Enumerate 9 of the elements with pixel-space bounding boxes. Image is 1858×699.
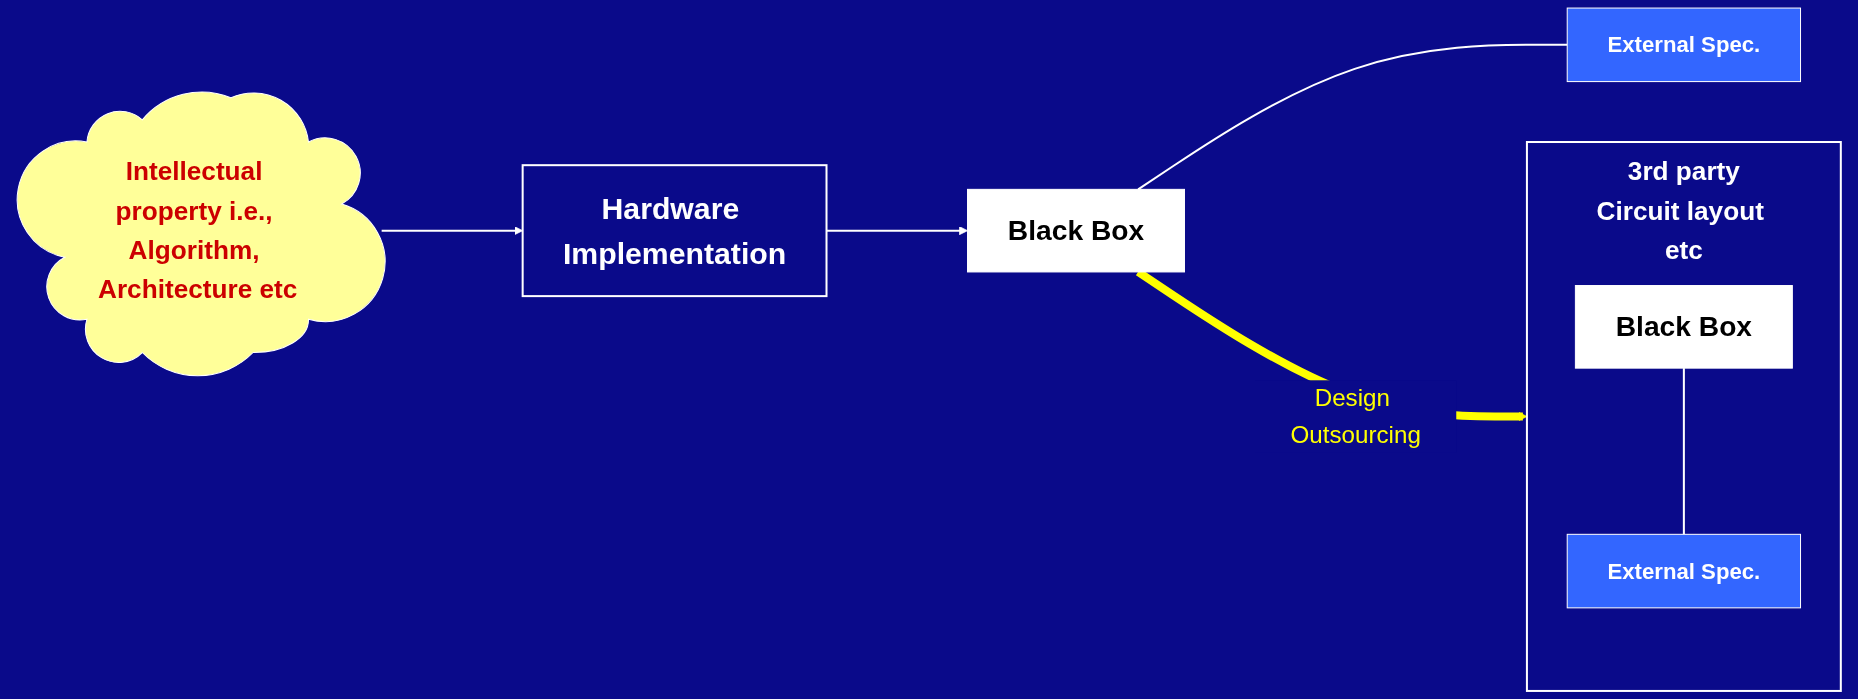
node-box: Black Box [967,188,1185,273]
node-box: External Spec. [1566,7,1802,83]
node-box: Black Box [1574,285,1793,369]
node-box: Hardware Implementation [521,164,828,298]
edge-label: Design Outsourcing [1290,384,1421,448]
connector [1137,43,1568,191]
node-box: External Spec. [1566,533,1802,609]
connector [1682,368,1685,535]
arrow [826,226,968,236]
